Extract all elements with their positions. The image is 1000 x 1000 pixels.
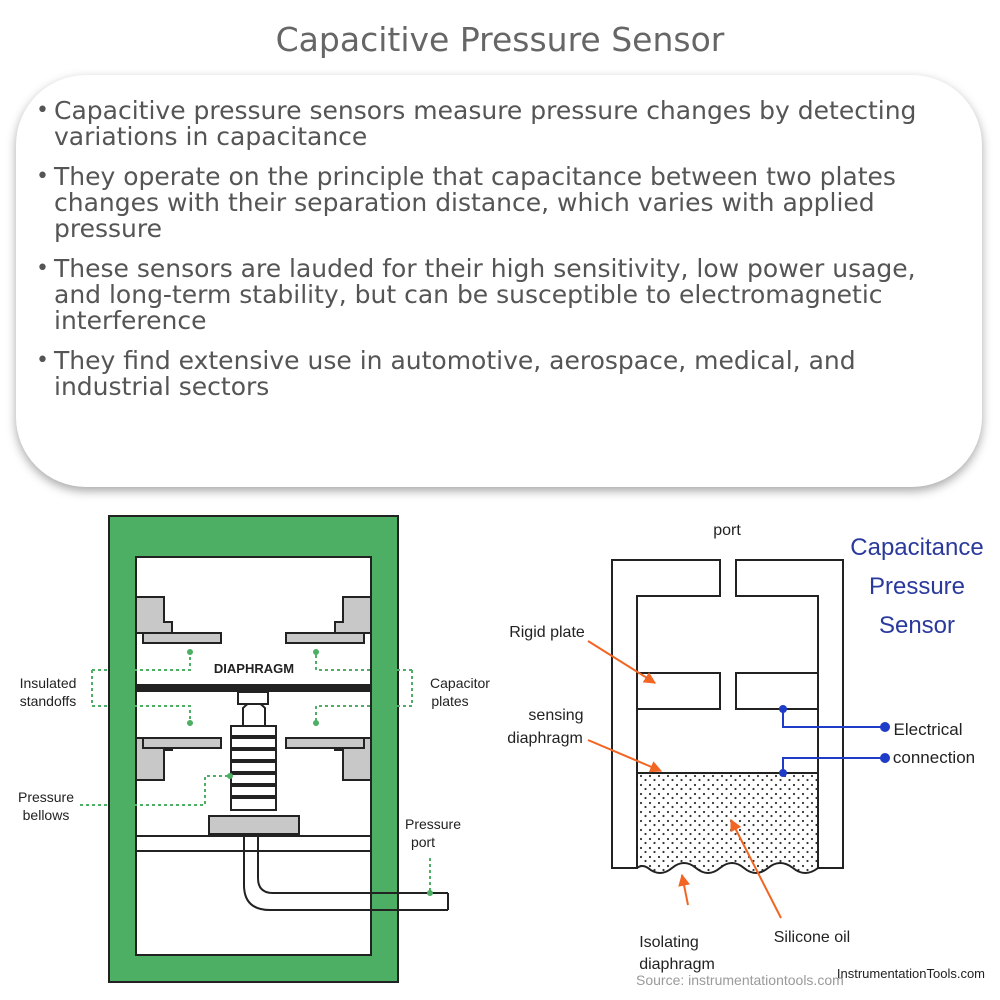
pressure-bellows-label: bellows — [23, 807, 70, 823]
source-watermark: Source: instrumentationtools.com — [636, 972, 844, 988]
upper-left-standoff — [135, 596, 173, 634]
leader-dots — [187, 649, 433, 896]
bullet-item: They find extensive use in automotive, a… — [32, 348, 962, 400]
bullet-item: These sensors are lauded for their high … — [32, 256, 962, 334]
sensing-diaphragm-label: diaphragm — [507, 730, 583, 747]
pressure-bellows — [230, 725, 277, 811]
lower-left-plate — [142, 737, 222, 749]
callout-arrows — [587, 640, 782, 919]
bellows-head — [242, 701, 266, 727]
leader-lines — [80, 652, 431, 893]
insulated-standoffs-label: standoffs — [20, 693, 77, 709]
bellows-neck — [237, 691, 269, 705]
upper-right-standoff — [334, 596, 372, 634]
bellows-base — [208, 815, 300, 835]
diaphragm-label: DIAPHRAGM — [214, 661, 294, 676]
pipe-outer — [243, 836, 448, 911]
lower-right-plate — [285, 737, 365, 749]
port-label: port — [713, 522, 741, 539]
upper-left-plate — [142, 632, 222, 644]
diagram-title: Pressure — [869, 573, 965, 600]
capacitor-plates-label: Capacitor — [430, 675, 490, 691]
rigid-plate-right — [735, 672, 819, 710]
isolating-diaphragm — [636, 862, 819, 874]
right-sensor-diagram: port Rigid plate sensing — [507, 522, 985, 988]
electrical-connection-label: connection — [893, 748, 975, 767]
pipe-inner — [257, 836, 448, 894]
insulated-standoffs-label: Insulated — [20, 675, 77, 691]
electrical-connection-label: Electrical — [894, 720, 963, 739]
left-sensor-diagram: DIAPHRAGM Insulated standoffs Capacitor … — [18, 515, 490, 983]
pressure-port-label: port — [411, 834, 435, 850]
diagram-title: Sensor — [879, 612, 955, 639]
upper-right-plate — [285, 632, 365, 644]
silicone-oil — [637, 773, 818, 873]
bullet-list: Capacitive pressure sensors measure pres… — [32, 98, 962, 414]
bullet-item: Capacitive pressure sensors measure pres… — [32, 98, 962, 150]
diaphragm-bar — [136, 684, 371, 692]
isolating-diaphragm-label: Isolating — [639, 934, 699, 951]
rigid-plate-label: Rigid plate — [509, 624, 585, 641]
electrical-wires — [782, 709, 885, 773]
sensing-diaphragm-label: sensing — [528, 707, 583, 724]
bullet-item: They operate on the principle that capac… — [32, 164, 962, 242]
pressure-port-label: Pressure — [405, 816, 461, 832]
silicone-oil-label: Silicone oil — [774, 929, 850, 946]
capacitor-plates-label: plates — [431, 693, 468, 709]
pressure-bellows-label: Pressure — [18, 789, 74, 805]
brand-label: InstrumentationTools.com — [837, 966, 985, 981]
page-title: Capacitive Pressure Sensor — [275, 20, 725, 59]
diagram-title: Capacitance — [850, 534, 983, 561]
wire-terminals — [779, 705, 890, 777]
isolating-diaphragm-label: diaphragm — [639, 956, 715, 973]
